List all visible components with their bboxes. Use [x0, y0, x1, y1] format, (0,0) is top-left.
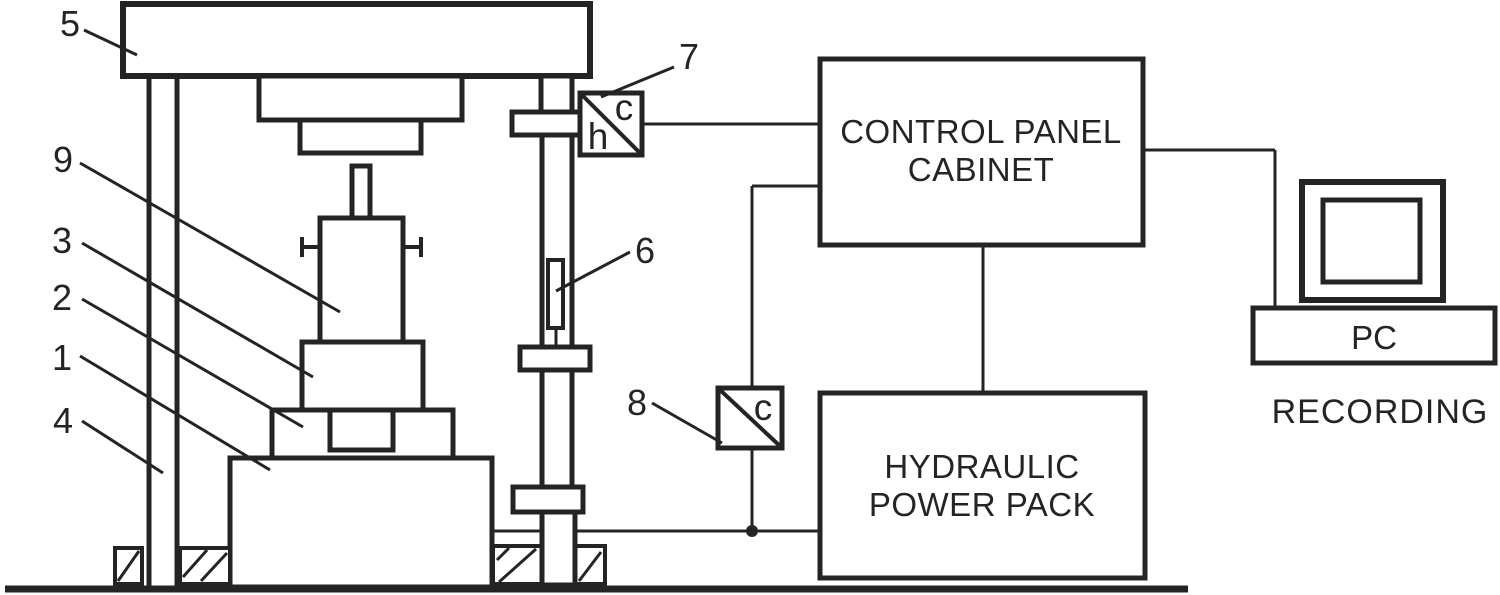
callout-6-leader: [555, 250, 631, 293]
callout-2: 2: [52, 277, 72, 318]
foot-2-hatch-b: [199, 551, 229, 583]
callout-9-leader: [79, 161, 341, 314]
cylinder-step-upper: [256, 73, 465, 123]
transducer-7-bottom-label: h: [588, 116, 609, 157]
transducer-7-diagonal: [579, 92, 643, 156]
callout-4: 4: [53, 400, 73, 441]
callout-8-leader: [651, 401, 723, 445]
callout-2-leader: [81, 297, 304, 429]
transducer-7-top-label: c: [615, 87, 634, 128]
spacer-block: [299, 339, 426, 413]
callout-8: 8: [627, 382, 647, 423]
control-panel-label-line2: CABINET: [908, 151, 1055, 188]
hydraulic-power-pack-label-line1: HYDRAULIC: [884, 448, 1079, 485]
column-foot: [539, 509, 578, 588]
load-column-top-stub: [538, 73, 575, 117]
pc-screen: [1320, 197, 1423, 285]
control-panel-label-line1: CONTROL PANEL: [840, 113, 1122, 150]
callout-3-leader: [81, 241, 314, 379]
recording-caption: RECORDING: [1272, 393, 1489, 431]
foot-2-hatch-a: [181, 549, 209, 578]
machine-base: [227, 455, 495, 590]
callout-7: 7: [679, 36, 699, 77]
cylinder-step-lower: [297, 117, 424, 156]
hydraulic-power-pack-box: [817, 390, 1148, 581]
foot-3-hatch-a: [495, 546, 511, 562]
callout-4-leader: [81, 419, 164, 475]
pc-label: PC: [1351, 319, 1397, 356]
foot-3-hatch-b: [498, 547, 537, 584]
pc-base: [1250, 305, 1498, 366]
specimen-block: [317, 215, 406, 345]
callout-9: 9: [53, 139, 73, 180]
column-collar-top: [509, 109, 583, 138]
callout-6: 6: [635, 230, 655, 271]
press-crossbeam: [120, 1, 593, 79]
foot-1-hatch: [116, 550, 141, 582]
column-collar-bottom: [510, 484, 586, 515]
column-collar-middle: [517, 344, 593, 373]
hydraulic-power-pack-label-line2: POWER PACK: [869, 486, 1095, 523]
foot-4-hatch: [577, 551, 603, 582]
transducer-8-diagonal: [717, 387, 783, 449]
callout-3: 3: [52, 220, 72, 261]
callout-7-leader: [600, 65, 675, 99]
platen-insert: [327, 407, 396, 453]
displacement-sensor: [546, 258, 565, 330]
callout-5-leader: [83, 28, 138, 57]
callout-5: 5: [60, 3, 80, 44]
callout-1: 1: [52, 337, 72, 378]
callout-1-leader: [79, 354, 271, 472]
control-panel-box: [817, 56, 1146, 248]
piston-rod: [349, 163, 373, 221]
junction-dot: [746, 525, 758, 537]
transducer-8-top-label: c: [754, 387, 773, 428]
